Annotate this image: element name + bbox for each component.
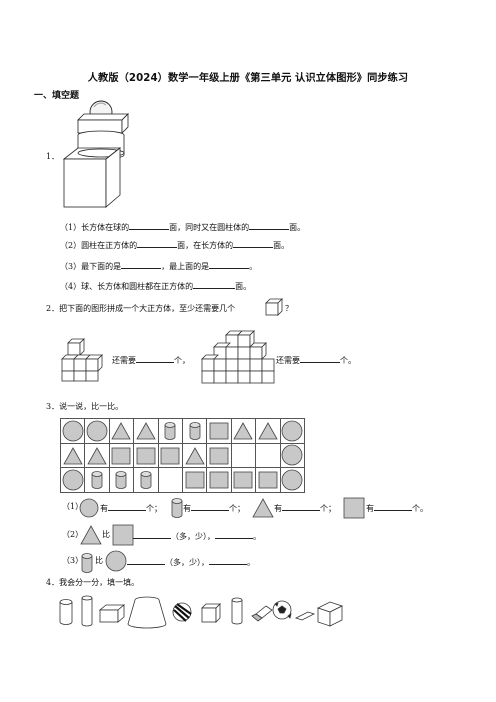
triangle-icon: [181, 442, 208, 469]
q2-answer-1: 还需要个，: [112, 354, 190, 365]
cylinder-icon: [59, 599, 73, 625]
shape-grid: [59, 418, 305, 493]
grid-row: [59, 442, 305, 469]
circle-icon: [279, 467, 305, 493]
grid-row: [59, 418, 305, 444]
cube-stack-small: [61, 338, 103, 382]
q1-item-4: （4）球、长方体和圆柱都在正方体的面。: [60, 280, 252, 291]
eraser-flat-icon: [294, 611, 316, 621]
square-icon: [230, 467, 257, 493]
answer-blank[interactable]: [209, 260, 250, 269]
q3-line-3: （3）: [62, 556, 84, 565]
cube-icon: [201, 603, 221, 623]
circle-icon: [105, 550, 127, 572]
circle-icon: [59, 467, 86, 493]
square-icon: [108, 442, 135, 469]
empty-cell: [157, 467, 183, 493]
soccer-ball-icon: [272, 600, 292, 620]
ball-icon: [172, 602, 192, 622]
answer-blank[interactable]: [191, 502, 229, 511]
triangle-icon: [84, 442, 110, 469]
answer-blank[interactable]: [282, 502, 320, 511]
q2-question: 2．把下面的图形拼成一个大正方体，至少还需要几个: [46, 304, 236, 313]
triangle-icon: [108, 418, 135, 444]
cylinder-icon: [84, 467, 110, 493]
cylinder-icon: [171, 498, 183, 518]
cylinder-icon: [181, 418, 208, 444]
cube-stack-large: [201, 330, 275, 384]
square-icon: [343, 497, 365, 519]
answer-blank[interactable]: [233, 239, 274, 248]
circle-icon: [59, 418, 86, 444]
cylinder-icon: [108, 467, 135, 493]
answer-blank[interactable]: [133, 530, 171, 539]
triangle-icon: [230, 418, 257, 444]
q1-number: 1．: [46, 152, 60, 161]
square-icon: [112, 524, 134, 546]
cuboid-icon: [98, 604, 126, 623]
q3-question: 3．说一说，比一比。: [46, 402, 124, 411]
square-icon: [133, 442, 159, 469]
answer-blank[interactable]: [374, 502, 412, 511]
q1-item-1: （1）长方体在球的面，同时又在圆柱体的面。: [60, 221, 306, 232]
circle-icon: [279, 418, 305, 444]
square-icon: [157, 442, 183, 469]
answer-blank[interactable]: [193, 280, 236, 289]
empty-cell: [230, 442, 257, 469]
square-icon: [206, 442, 232, 469]
answer-blank[interactable]: [129, 221, 170, 230]
square-icon: [255, 467, 281, 493]
q3-line-1: （1）: [62, 502, 84, 511]
square-icon: [206, 418, 232, 444]
q2-question-mark: ？: [285, 304, 293, 313]
answer-blank[interactable]: [121, 260, 162, 269]
answer-blank[interactable]: [127, 556, 165, 565]
triangle-icon: [252, 498, 274, 518]
cylinder-icon: [157, 418, 183, 444]
answer-blank[interactable]: [300, 354, 340, 363]
cylinder-icon: [133, 467, 159, 493]
triangle-icon: [80, 525, 102, 545]
page-title: 人教版（2024）数学一年级上册《第三单元 认识立体图形》同步练习: [87, 73, 409, 84]
q1-item-2: （2）圆柱在正方体的面，在长方体的面。: [60, 239, 290, 250]
grid-row: [59, 467, 305, 493]
cylinder-icon: [81, 553, 93, 573]
triangle-icon: [255, 418, 281, 444]
triangle-icon: [133, 418, 159, 444]
cylinder-tall-icon: [81, 595, 93, 627]
answer-blank[interactable]: [209, 556, 247, 565]
q2-answer-2: 还需要个。: [276, 354, 356, 365]
circle-icon: [79, 498, 99, 518]
answer-blank[interactable]: [137, 239, 178, 248]
answer-blank[interactable]: [249, 221, 290, 230]
circle-icon: [84, 418, 110, 444]
answer-blank[interactable]: [215, 530, 253, 539]
q3-line-2: （2）: [62, 530, 84, 539]
stacked-solids-figure: [62, 100, 129, 208]
circle-icon: [279, 442, 305, 469]
cylinder-can-icon: [231, 597, 243, 625]
small-cube-icon: [265, 298, 283, 316]
eraser-icon: [251, 605, 273, 622]
square-icon: [181, 467, 208, 493]
q4-question: 4．我会分一分，填一填。: [46, 578, 140, 587]
answer-blank[interactable]: [136, 354, 174, 363]
answer-blank[interactable]: [108, 502, 146, 511]
frustum-icon: [127, 596, 167, 629]
empty-cell: [255, 442, 281, 469]
cube-large-icon: [316, 601, 344, 627]
square-icon: [206, 467, 232, 493]
triangle-icon: [59, 442, 86, 469]
objects-row: [59, 595, 344, 629]
q1-item-3: （3）最下面的是，最上面的是。: [60, 260, 258, 271]
section-heading: 一、填空题: [34, 91, 80, 101]
